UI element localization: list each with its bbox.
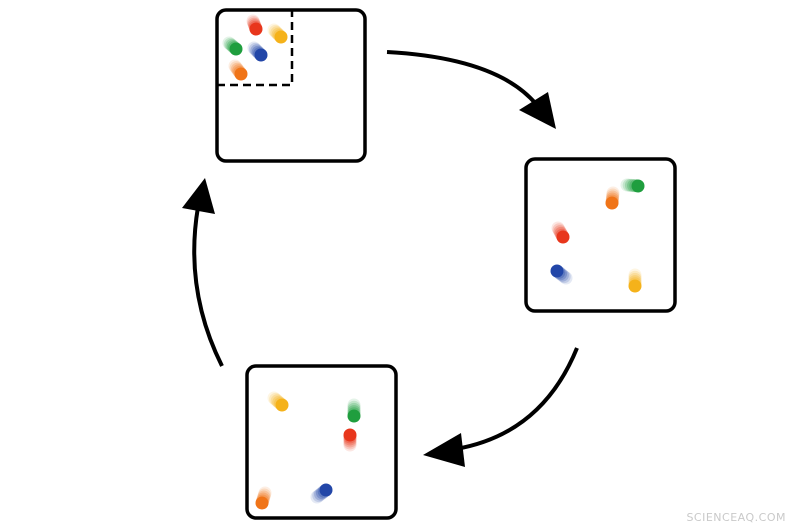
particle-trail	[347, 398, 361, 412]
arrowhead-right-to-bottom	[423, 433, 465, 467]
particles-right	[550, 178, 645, 293]
particle-trail	[628, 268, 642, 282]
watermark-text: SCIENCEAQ.COM	[686, 511, 786, 524]
particles-bottom	[255, 391, 361, 510]
particle-dot	[556, 230, 570, 244]
particle-orange	[605, 186, 620, 210]
particle-dot	[275, 398, 289, 412]
particle-dot	[255, 496, 269, 510]
arrow-right-to-bottom	[455, 347, 579, 451]
particle-dot	[550, 264, 564, 278]
panel-right	[524, 157, 677, 313]
particle-blue	[550, 264, 573, 285]
arrowhead-bottom-to-top	[182, 178, 215, 214]
panel-top	[215, 8, 367, 163]
particle-yellow	[267, 23, 288, 44]
particle-trail	[620, 178, 634, 192]
particle-green	[347, 398, 361, 423]
particle-green	[222, 36, 243, 56]
particle-blue	[247, 41, 268, 62]
particle-trail	[343, 438, 357, 452]
particle-trail	[559, 271, 573, 285]
particle-dot	[628, 279, 642, 293]
particle-red	[551, 221, 570, 244]
particle-dot	[347, 409, 361, 423]
arrow-bottom-to-top	[192, 206, 224, 367]
particle-blue	[310, 483, 333, 504]
particle-dot	[254, 48, 268, 62]
panel-bottom	[245, 364, 398, 520]
particle-dot	[234, 67, 248, 81]
particle-yellow	[267, 391, 289, 412]
particles-top	[222, 14, 288, 81]
particle-dot	[249, 22, 263, 36]
particle-red	[246, 14, 263, 36]
particle-trail	[606, 186, 620, 200]
particle-dot	[229, 42, 243, 56]
particle-dot	[274, 30, 288, 44]
arrowhead-top-to-right	[519, 92, 556, 129]
particle-red	[343, 428, 357, 452]
particle-trail	[310, 490, 324, 504]
particle-orange	[255, 486, 272, 510]
particle-dot	[319, 483, 333, 497]
particle-yellow	[628, 268, 642, 293]
particle-dot	[631, 179, 645, 193]
particle-green	[620, 178, 645, 193]
dashed-subregion	[217, 10, 294, 87]
particle-trail	[258, 486, 272, 500]
particle-orange	[228, 59, 248, 81]
particle-dot	[343, 428, 357, 442]
particle-dot	[605, 196, 619, 210]
arrow-top-to-right	[386, 50, 538, 106]
